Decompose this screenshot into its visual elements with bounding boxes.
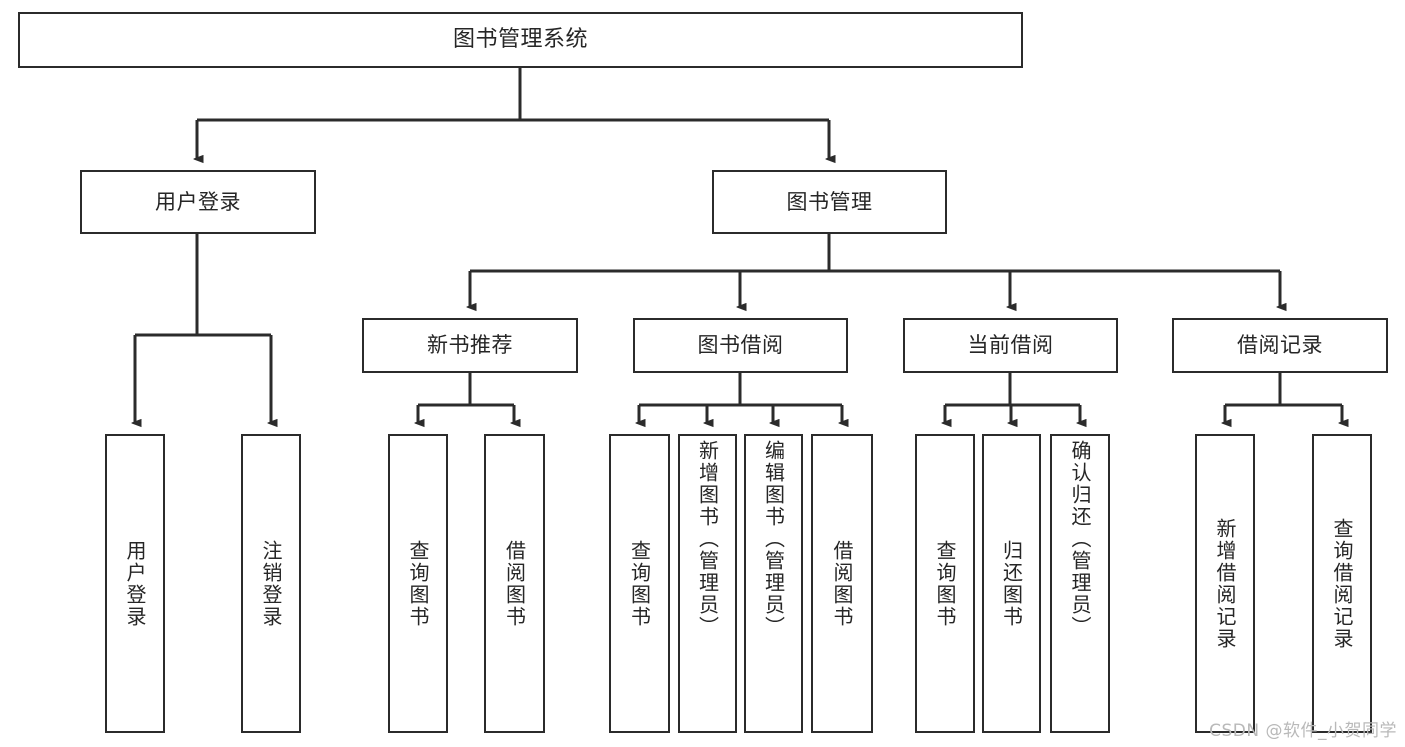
leaf-current-query-book[interactable]: 查询图书	[915, 434, 975, 733]
node-root-system[interactable]: 图书管理系统	[18, 12, 1023, 68]
leaf-recommend-query-book-label: 查询图书	[406, 539, 430, 628]
node-borrow-record[interactable]: 借阅记录	[1172, 318, 1388, 373]
leaf-record-add-record[interactable]: 新增借阅记录	[1195, 434, 1255, 733]
leaf-borrow-add-book[interactable]: 新增图书（管理员）	[678, 434, 737, 733]
node-new-book-recommend-label: 新书推荐	[427, 333, 513, 358]
leaf-borrow-add-book-label: 新增图书（管理员）	[695, 440, 720, 638]
leaf-current-return-book-label: 归还图书	[999, 539, 1024, 628]
node-book-borrow[interactable]: 图书借阅	[633, 318, 848, 373]
leaf-borrow-borrow-book[interactable]: 借阅图书	[811, 434, 873, 733]
node-current-borrow-label: 当前借阅	[967, 333, 1054, 358]
node-current-borrow[interactable]: 当前借阅	[903, 318, 1118, 373]
node-book-borrow-label: 图书借阅	[697, 333, 784, 358]
leaf-borrow-query-book-label: 查询图书	[627, 539, 652, 628]
leaf-borrow-query-book[interactable]: 查询图书	[609, 434, 670, 733]
node-new-book-recommend[interactable]: 新书推荐	[362, 318, 578, 373]
node-user-login-label: 用户登录	[155, 189, 241, 214]
node-root-system-label: 图书管理系统	[452, 27, 588, 53]
node-borrow-record-label: 借阅记录	[1237, 333, 1323, 358]
leaf-current-confirm-return-label: 确认归还（管理员）	[1068, 440, 1092, 638]
node-book-management[interactable]: 图书管理	[712, 170, 947, 234]
leaf-recommend-borrow-book[interactable]: 借阅图书	[484, 434, 545, 733]
leaf-user-login-signout[interactable]: 注销登录	[241, 434, 301, 733]
leaf-borrow-edit-book[interactable]: 编辑图书（管理员）	[744, 434, 803, 733]
leaf-user-login-signin-label: 用户登录	[123, 539, 147, 628]
leaf-borrow-edit-book-label: 编辑图书（管理员）	[761, 440, 786, 638]
leaf-record-query-record[interactable]: 查询借阅记录	[1312, 434, 1372, 733]
leaf-record-query-record-label: 查询借阅记录	[1330, 517, 1354, 650]
leaf-borrow-borrow-book-label: 借阅图书	[830, 539, 854, 628]
leaf-user-login-signout-label: 注销登录	[259, 539, 283, 628]
leaf-current-return-book[interactable]: 归还图书	[982, 434, 1041, 733]
leaf-current-confirm-return[interactable]: 确认归还（管理员）	[1050, 434, 1110, 733]
leaf-record-add-record-label: 新增借阅记录	[1213, 517, 1237, 650]
leaf-user-login-signin[interactable]: 用户登录	[105, 434, 165, 733]
leaf-current-query-book-label: 查询图书	[933, 539, 957, 628]
leaf-recommend-query-book[interactable]: 查询图书	[388, 434, 448, 733]
leaf-recommend-borrow-book-label: 借阅图书	[502, 539, 527, 628]
node-book-management-label: 图书管理	[786, 189, 873, 214]
node-user-login[interactable]: 用户登录	[80, 170, 316, 234]
